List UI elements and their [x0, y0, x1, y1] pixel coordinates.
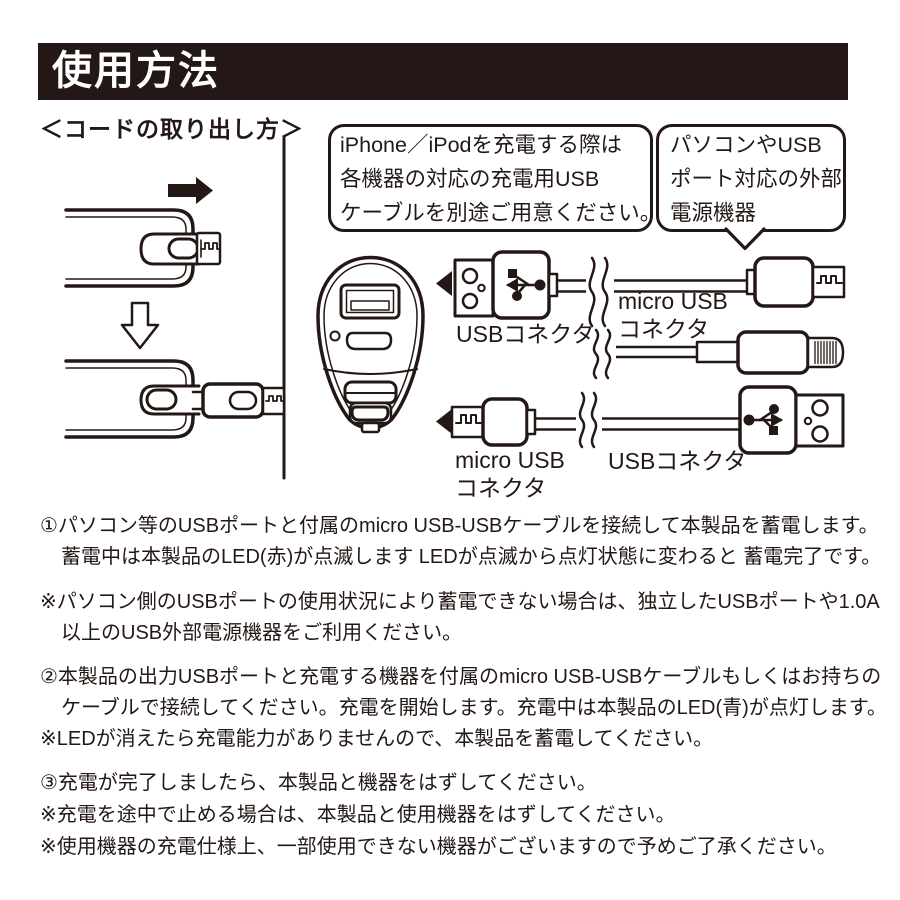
left-arrow-icon: [436, 409, 452, 434]
instruction-line: 以上のUSB外部電源機器をご利用ください。: [61, 622, 463, 644]
instruction-line: ③充電が完了しましたら、本製品と機器をはずしてください。: [40, 772, 597, 794]
micro-usb-connector-icon: [450, 397, 537, 447]
instruction-step-3: ③充電が完了しましたら、本製品と機器をはずしてください。: [40, 768, 597, 799]
down-arrow-icon: [120, 301, 160, 350]
label-micro-usb-bottom: micro USB コネクタ: [455, 447, 565, 501]
micro-usb-tip-icon: [261, 386, 286, 416]
right-arrow-icon: [168, 177, 213, 204]
callout-line: ポート対応の外部: [670, 167, 843, 192]
callout-line: 各機器の対応の充電用USB: [340, 167, 600, 192]
charger-front-illustration: [316, 255, 425, 434]
callout-line: ケーブルを別途ご用意ください。: [340, 201, 662, 226]
callout-line: iPhone／iPodを充電する際は: [340, 133, 622, 157]
instruction-line: ※充電を途中で止める場合は、本製品と使用機器をはずしてください。: [40, 804, 676, 826]
cable-break-icon: [576, 391, 602, 449]
instruction-line: ケーブルで接続してください。充電を開始します。充電中は本製品のLED(青)が点灯…: [61, 697, 887, 719]
cable: [611, 345, 699, 359]
instruction-note-4: ※使用機器の充電仕様上、一部使用できない機器がございますので予めご了承ください。: [40, 832, 837, 863]
usb-a-port-icon: [339, 283, 401, 320]
cable-break-icon: [586, 256, 614, 328]
cord-stowed-device-illustration: [64, 177, 222, 288]
page-title: 使用方法: [38, 43, 848, 100]
instruction-note-3: ※充電を途中で止める場合は、本製品と使用機器をはずしてください。: [40, 800, 676, 831]
usb-a-connector-icon: [738, 385, 845, 455]
micro-usb-connector-icon: [745, 256, 846, 308]
callout-charge-cable: iPhone／iPodを充電する際は 各機器の対応の充電用USB ケーブルを別途…: [328, 124, 662, 232]
usb-trident-icon: [743, 404, 783, 435]
micro-usb-tip-icon: [195, 231, 222, 266]
label-usb-connector-bottom: USBコネクタ: [608, 448, 747, 474]
instruction-step-2: ②本製品の出力USBポートと充電する機器を付属のmicro USB-USBケーブ…: [40, 662, 887, 724]
usb-a-connector-icon: [453, 250, 559, 320]
cable: [555, 279, 590, 293]
instruction-line: ②本製品の出力USBポートと充電する機器を付属のmicro USB-USBケーブ…: [40, 666, 882, 688]
instruction-step-1: ①パソコン等のUSBポートと付属のmicro USB-USBケーブルを接続して本…: [40, 511, 881, 573]
usb-cable-row-bottom: [436, 385, 845, 455]
instruction-note-2: ※LEDが消えたら充電能力がありませんので、本製品を蓄電してください。: [40, 724, 713, 755]
cable: [598, 417, 742, 431]
label-micro-usb-top: micro USB コネクタ: [618, 288, 728, 342]
instruction-note-1: ※パソコン側のUSBポートの使用状況により蓄電できない場合は、独立したUSBポー…: [40, 587, 880, 649]
micro-usb-port-icon: [345, 331, 393, 351]
label-usb-connector-top: USBコネクタ: [456, 321, 595, 347]
callout-power-source: パソコンやUSB ポート対応の外部 電源機器: [656, 124, 846, 232]
led-indicator-icon: [329, 330, 341, 342]
instruction-line: ※使用機器の充電仕様上、一部使用できない機器がございますので予めご了承ください。: [40, 836, 837, 858]
callout-line: 電源機器: [670, 201, 757, 226]
usb-trident-icon: [506, 269, 546, 301]
section-subtitle: ＜コードの取り出し方＞: [40, 116, 304, 142]
cable: [533, 417, 580, 431]
left-arrow-icon: [436, 271, 452, 296]
cord-pulled-device-illustration: [64, 359, 286, 439]
instruction-line: ①パソコン等のUSBポートと付属のmicro USB-USBケーブルを接続して本…: [40, 515, 879, 537]
instruction-line: 蓄電中は本製品のLED(赤)が点滅します LEDが点滅から点灯状態に変わると 蓄…: [61, 546, 882, 568]
instruction-line: ※LEDが消えたら充電能力がありませんので、本製品を蓄電してください。: [40, 728, 714, 750]
instruction-line: ※パソコン側のUSBポートの使用状況により蓄電できない場合は、独立したUSBポー…: [40, 591, 880, 613]
callout-line: パソコンやUSB: [670, 133, 822, 157]
